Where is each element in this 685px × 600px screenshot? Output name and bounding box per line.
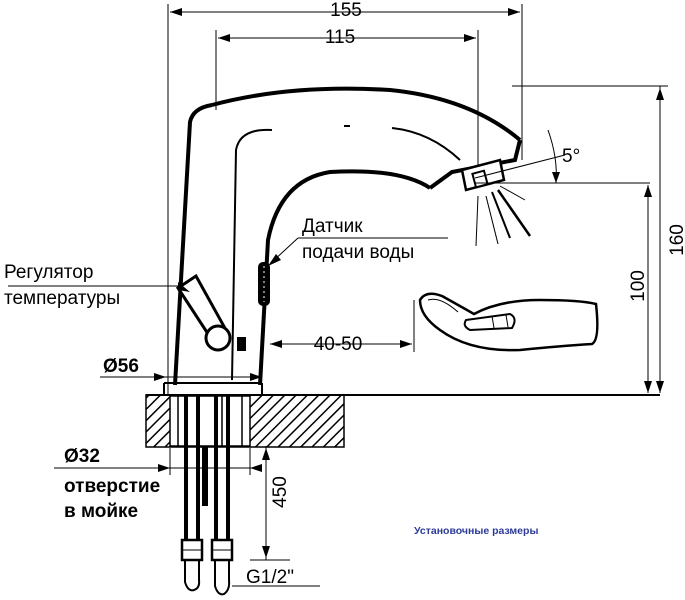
sensor-label-line1: Датчик: [302, 216, 363, 237]
temperature-lever: [175, 273, 246, 352]
dim-spout-angle: 5°: [562, 146, 580, 167]
center-stud: [202, 446, 208, 506]
hand-illustration: [418, 292, 599, 352]
annotation-text: Датчик подачи воды Регулятор температуры…: [4, 216, 538, 537]
temperature-indicator: [237, 337, 246, 351]
dim-spout-reach: 115: [325, 27, 355, 48]
hole-diameter-label: Ø32: [64, 446, 100, 467]
dim-total-height: 160: [667, 224, 685, 256]
hole-label-line2: в мойке: [64, 501, 138, 522]
dimension-lines: [8, 4, 668, 587]
sensor-label-line2: подачи воды: [302, 242, 414, 263]
water-spray: [475, 185, 532, 247]
dim-overall-reach: 155: [330, 0, 362, 21]
aerator: [460, 158, 506, 192]
dim-base-diameter: Ø56: [103, 356, 139, 377]
dim-hose-length: 450: [270, 476, 291, 508]
regulator-label-line1: Регулятор: [4, 262, 93, 283]
sensor-window: [258, 262, 270, 306]
countertop-section: [145, 394, 660, 448]
dimension-text: 155 115 5° 160 100 40-50 Ø56 450 G1/2": [103, 0, 685, 588]
regulator-label-line2: температуры: [4, 288, 120, 309]
hole-label-line1: отверстие: [64, 476, 160, 497]
dim-hose-thread: G1/2": [246, 567, 294, 588]
installation-caption: Установочные размеры: [414, 525, 538, 537]
dim-sensor-distance: 40-50: [314, 334, 363, 355]
dim-outlet-height: 100: [628, 270, 649, 302]
